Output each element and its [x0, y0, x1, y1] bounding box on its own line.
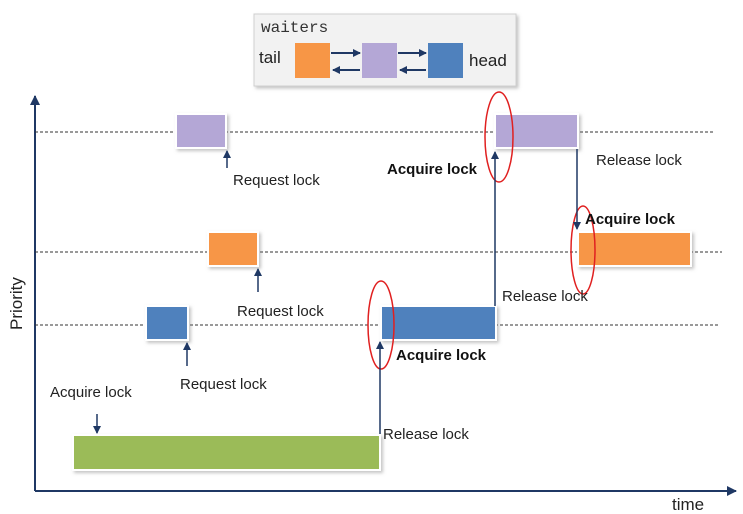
label-low-release: Release lock [502, 288, 588, 305]
bar-high-acquire [494, 113, 579, 149]
handoff-highlights [367, 91, 596, 370]
legend-head-label: head [469, 51, 507, 70]
label-base-acquire: Acquire lock [50, 384, 132, 401]
bar-mid-acquire [577, 231, 692, 267]
label-low-acquire: Acquire lock [396, 347, 487, 364]
legend-tail-label: tail [259, 48, 281, 67]
event-arrows [93, 149, 581, 434]
bar-high-request [175, 113, 227, 149]
label-mid-request: Request lock [237, 303, 324, 320]
y-axis-label: Priority [7, 277, 26, 330]
x-axis-label: time [672, 495, 704, 514]
label-high-acquire: Acquire lock [387, 161, 478, 178]
highlight-low-handoff [367, 280, 395, 370]
legend-node-middle [362, 43, 397, 78]
legend-node-head [428, 43, 463, 78]
axes: Priority time [7, 95, 737, 514]
waiters-legend: waiters tail head [253, 13, 517, 87]
bar-mid-request [207, 231, 259, 267]
label-high-release: Release lock [596, 152, 682, 169]
label-mid-acquire: Acquire lock [585, 211, 676, 228]
bar-low-request [145, 305, 189, 341]
legend-node-tail [295, 43, 330, 78]
event-labels: Request lock Request lock Request lock A… [50, 152, 682, 443]
highlight-mid-handoff [570, 205, 596, 295]
legend-title: waiters [261, 19, 328, 37]
label-low-request: Request lock [180, 376, 267, 393]
bar-low-acquire [380, 305, 497, 341]
bar-base-task [72, 434, 381, 471]
highlight-high-handoff [484, 91, 514, 183]
task-bars [72, 113, 692, 471]
label-high-request: Request lock [233, 172, 320, 189]
label-base-release: Release lock [383, 426, 469, 443]
